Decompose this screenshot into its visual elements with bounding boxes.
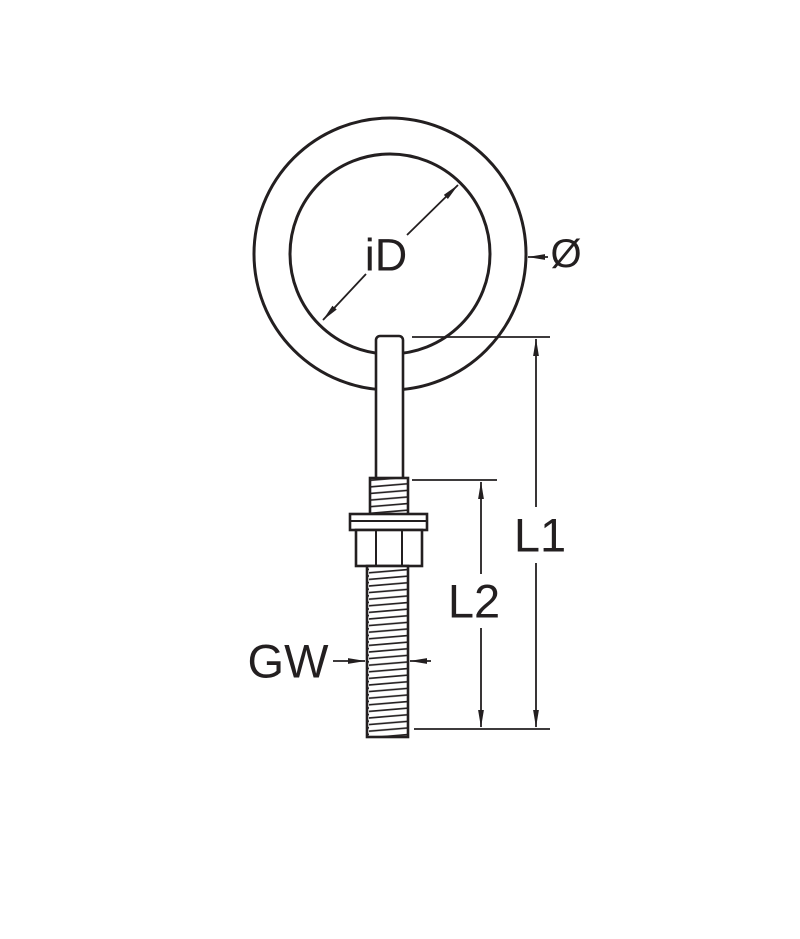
dimension-gw: GW [248,635,431,688]
l2-label-background [446,574,503,628]
inner-diameter-callout: iD [322,184,459,321]
upper-thread-hatching [370,478,408,516]
id-arrow-lower [322,273,367,321]
label-thread-length: L2 [448,575,500,628]
label-total-length: L1 [514,509,566,562]
washer [348,512,429,532]
l1-label-background [511,507,567,563]
label-stock-diameter: Ø [550,232,581,276]
id-arrow-upper [406,184,459,236]
nut-outline [354,528,424,568]
dimension-l2: L2 [412,479,503,728]
bolt-shank [374,334,405,484]
dimension-l1: L1 [412,336,567,730]
shank-body [374,334,405,484]
hex-nut [354,528,424,568]
upper-thread-section [368,476,410,518]
threaded-shaft [365,564,410,739]
label-thread-size: GW [248,635,330,688]
label-inner-diameter: iD [365,230,408,281]
stock-diameter-callout: Ø [527,232,582,276]
threaded-shaft-hatching [367,566,408,737]
